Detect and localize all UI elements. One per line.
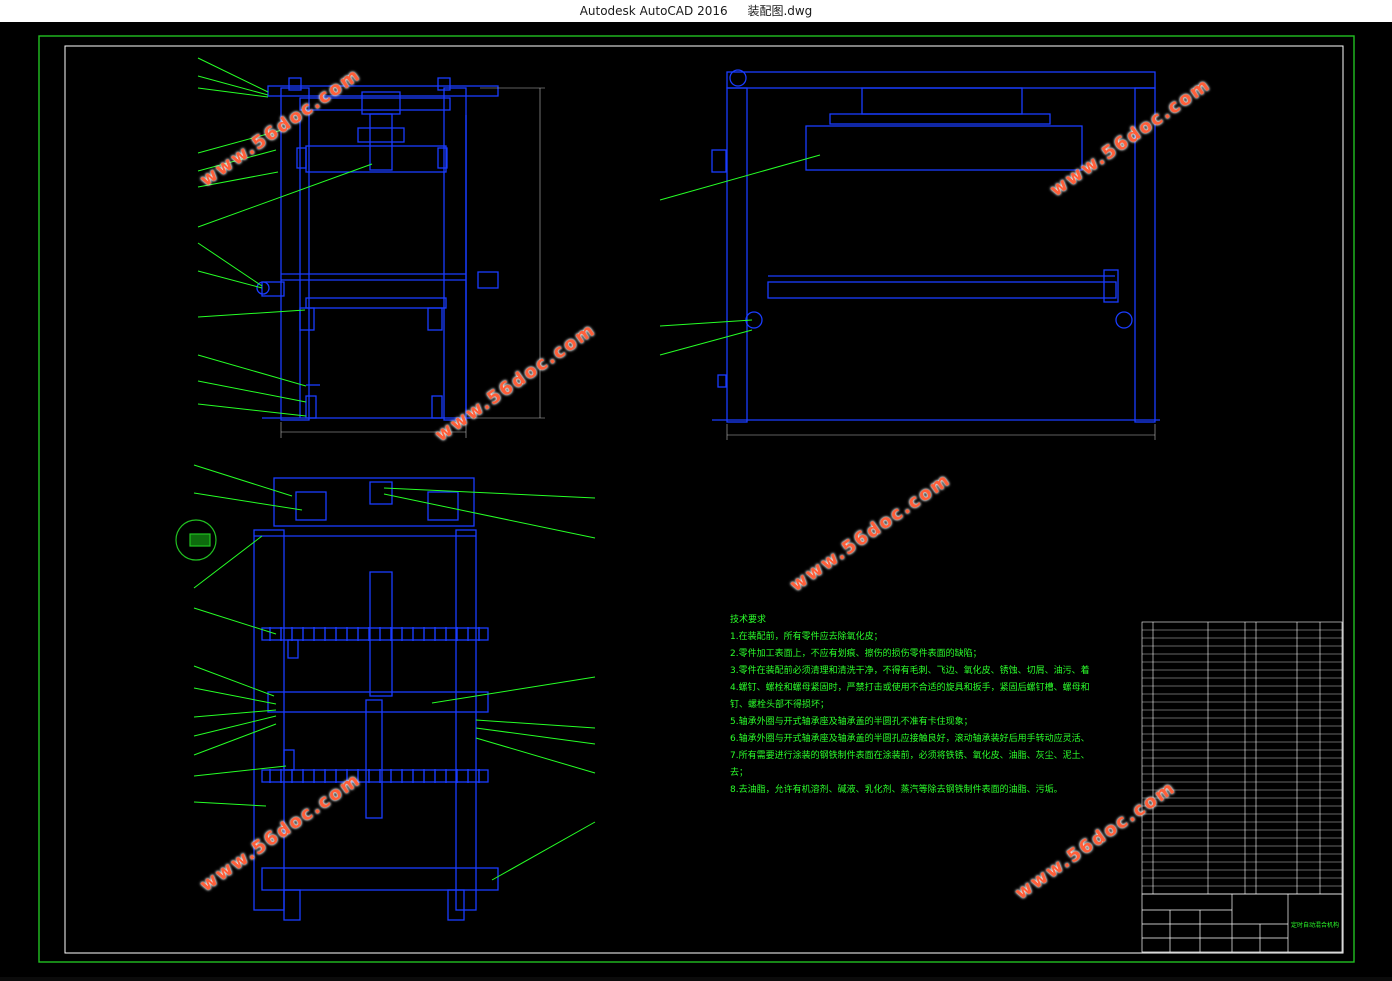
side-view-leaders: [659, 154, 821, 356]
requirement-item: 6.轴承外圈与开式轴承座及轴承盖的半圆孔应接触良好，滚动轴承装好后用手转动应灵活…: [730, 734, 1090, 744]
drawing-svg: 定时自动混合机构: [38, 35, 1355, 963]
requirement-item: 8.去油脂，允许有机溶剂、碱液、乳化剂、蒸汽等除去钢铁制件表面的油脂、污垢。: [730, 785, 1063, 795]
requirement-item: 7.所有需要进行涂装的钢铁制件表面在涂装前，必须将铁锈、氧化皮、油脂、灰尘、泥土…: [730, 751, 1090, 761]
front-view-leaders: [197, 57, 373, 417]
drawing-name: 定时自动混合机构: [1291, 921, 1339, 929]
window-title-bar: Autodesk AutoCAD 2016 装配图.dwg: [0, 0, 1392, 22]
requirement-item: 钉、螺栓头部不得损坏；: [730, 700, 830, 710]
front-view: [256, 77, 499, 421]
detail-circle: [175, 519, 217, 561]
top-view-leaders: [193, 464, 596, 881]
drawing-canvas[interactable]: 定时自动混合机构 技术要求 1.在装配前，所有零件应去除氧化皮； 2.零件加工表…: [0, 22, 1392, 977]
requirement-item: 5.轴承外圈与开式轴承座及轴承盖的半圆孔不准有卡住现象；: [730, 717, 973, 727]
technical-requirements-heading: 技术要求: [730, 615, 767, 625]
top-view-chain-teeth: [269, 627, 480, 783]
requirement-item: 3.零件在装配前必须清理和清洗干净，不得有毛刺、飞边、氧化皮、锈蚀、切屑、油污、…: [730, 666, 1090, 676]
requirement-item: 1.在装配前，所有零件应去除氧化皮；: [730, 632, 883, 642]
requirement-item: 去；: [730, 768, 749, 778]
file-name: 装配图.dwg: [747, 4, 813, 18]
title-block: [1141, 893, 1343, 953]
app-title: Autodesk AutoCAD 2016: [579, 4, 728, 18]
top-view: [253, 477, 499, 921]
inner-frame: [64, 45, 1344, 954]
technical-requirements: 技术要求 1.在装配前，所有零件应去除氧化皮； 2.零件加工表面上，不应有划痕、…: [730, 612, 1090, 799]
side-view-dimensions: [726, 424, 1156, 440]
side-view: [711, 69, 1160, 423]
outer-frame: [38, 35, 1355, 963]
requirement-item: 4.螺钉、螺栓和螺母紧固时，严禁打击或使用不合适的旋具和扳手，紧固后螺钉槽、螺母…: [730, 683, 1090, 693]
front-view-dimensions: [280, 87, 545, 438]
requirement-item: 2.零件加工表面上，不应有划痕、擦伤的损伤零件表面的缺陷；: [730, 649, 982, 659]
bom-rows: [1142, 629, 1342, 887]
